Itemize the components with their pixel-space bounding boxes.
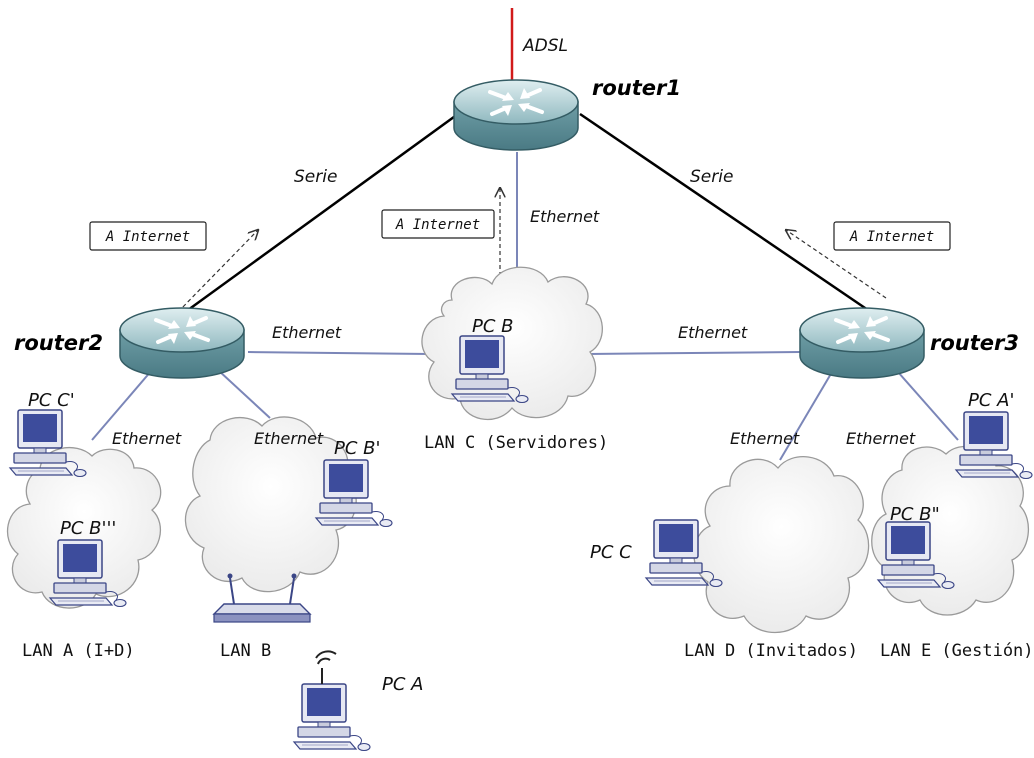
lan-d-cloud	[693, 456, 870, 634]
internet-box-left-label: A Internet	[105, 229, 190, 245]
ethernet-link-r3-land	[779, 371, 833, 461]
lan-e-label: LAN E (Gestión)	[880, 641, 1034, 661]
internet-arrow-right	[786, 230, 887, 299]
pc-c-prime-label: PC C'	[28, 390, 75, 411]
internet-arrow-left	[177, 230, 258, 313]
pc-a-prime-label: PC A'	[968, 390, 1014, 411]
internet-box-left: A Internet	[89, 221, 207, 251]
lan-a-cloud	[6, 447, 162, 609]
pc-a-label: PC A	[382, 674, 423, 695]
lan-b-label: LAN B	[220, 641, 271, 661]
lan-c-cloud	[421, 266, 603, 421]
pc-a-device[interactable]	[293, 683, 371, 752]
internet-box-right: A Internet	[833, 221, 951, 251]
serie-label-left: Serie	[294, 167, 337, 187]
router3-label: router3	[930, 331, 1019, 355]
pc-b-label: PC B	[472, 316, 514, 337]
router1-device[interactable]	[452, 78, 580, 152]
adsl-label: ADSL	[522, 36, 568, 56]
links-layer	[91, 8, 959, 461]
ethernet-label-lana: Ethernet	[112, 429, 182, 448]
ethernet-link-r2-lanb	[217, 369, 271, 419]
router2-label: router2	[14, 331, 103, 355]
access-point-icon[interactable]	[212, 573, 312, 623]
internet-box-center-label: A Internet	[395, 217, 480, 233]
router1-label: router1	[592, 76, 681, 100]
serial-link-r1-r3	[579, 112, 869, 312]
ethernet-label-r2-lanc: Ethernet	[272, 323, 342, 342]
router2-device[interactable]	[118, 306, 246, 380]
lan-c-label: LAN C (Servidores)	[424, 433, 608, 453]
pc-b-prime-label: PC B'	[334, 438, 380, 459]
lan-a-label: LAN A (I+D)	[22, 641, 135, 661]
ethernet-label-land: Ethernet	[730, 429, 800, 448]
internet-box-right-label: A Internet	[849, 229, 934, 245]
ethernet-label-lane: Ethernet	[846, 429, 916, 448]
internet-box-center: A Internet	[381, 209, 495, 239]
router3-device[interactable]	[798, 306, 926, 380]
wifi-signal-icon	[315, 650, 337, 684]
ethernet-label-r3-lanc: Ethernet	[678, 323, 748, 342]
serial-link-r1-r2	[187, 112, 459, 312]
lan-d-label: LAN D (Invitados)	[684, 641, 858, 661]
ethernet-link-r2-lanc	[247, 351, 431, 355]
serie-label-right: Serie	[690, 167, 733, 187]
pc-c-label: PC C	[590, 542, 632, 563]
ethernet-link-r3-lanc	[587, 351, 801, 355]
ethernet-link-r3-lane	[897, 371, 959, 441]
pc-b-triple-label: PC B'''	[60, 518, 116, 539]
lan-b-cloud	[184, 416, 357, 593]
pc-b-double-label: PC B"	[890, 504, 940, 525]
ethernet-link-r2-lana	[91, 369, 153, 441]
ethernet-label-r1: Ethernet	[530, 207, 600, 226]
ethernet-label-lanb: Ethernet	[254, 429, 324, 448]
